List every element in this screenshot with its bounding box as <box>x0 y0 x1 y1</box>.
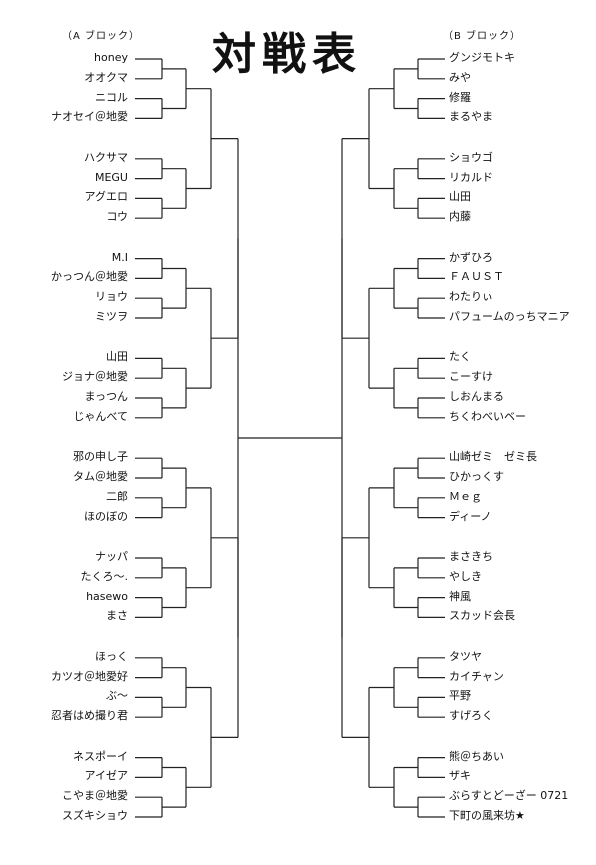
b-player-name: たく <box>449 350 471 364</box>
b-player-name: パフュームのっちマニア <box>449 310 570 323</box>
a-player-name: タム＠地愛 <box>73 470 128 483</box>
a-player-name: リョウ <box>95 290 128 304</box>
b-player-name: ショウゴ <box>449 150 493 164</box>
b-player-name: 神風 <box>449 589 471 603</box>
a-player-name: たくろ～. <box>80 569 129 583</box>
b-player-name: ＦＡＵＳＴ <box>449 270 504 284</box>
a-player-name: M.I <box>111 250 128 264</box>
a-player-name: ハクサマ <box>84 150 128 164</box>
b-player-name: タツヤ <box>449 649 482 663</box>
b-player-name: Ｍｅｇ <box>449 489 482 503</box>
b-player-name: しおんまる <box>449 390 504 403</box>
b-player-name: みや <box>449 70 471 84</box>
b-player-name: 山田 <box>449 190 471 204</box>
b-player-name: ひかっくす <box>449 470 504 483</box>
b-player-name: ザキ <box>449 769 471 783</box>
a-player-name: honey <box>94 51 128 64</box>
a-player-name: 山田 <box>106 350 128 364</box>
b-player-name: ディーノ <box>449 509 492 523</box>
b-player-name: 山崎ゼミ ゼミ長 <box>449 450 537 464</box>
a-player-name: ミツヲ <box>95 310 128 323</box>
a-block-label: （A ブロック） <box>62 31 141 42</box>
b-player-name: カイチャン <box>449 669 504 683</box>
a-player-name: 邪の申し子 <box>73 450 128 464</box>
a-player-name: アイゼア <box>84 769 128 783</box>
a-player-name: まさ <box>106 609 128 623</box>
b-player-name: 修羅 <box>449 90 471 104</box>
a-player-name: 忍者はめ撮り君 <box>51 709 128 723</box>
b-block-label: （B ブロック） <box>443 31 522 42</box>
a-player-name: ジョナ＠地愛 <box>62 370 128 384</box>
a-player-name: 二郎 <box>106 489 128 503</box>
b-player-name: 下町の風来坊★ <box>449 809 525 822</box>
a-player-name: アグエロ <box>84 190 128 204</box>
b-player-name: スカッド会長 <box>449 609 515 623</box>
a-player-name: オオクマ <box>84 70 128 84</box>
a-player-name: ほのぼの <box>84 509 128 523</box>
b-player-name: まるやま <box>449 110 493 124</box>
b-player-name: やしき <box>449 569 482 583</box>
b-player-name: グンジモトキ <box>449 51 515 64</box>
b-player-name: 熊＠ちあい <box>449 749 504 763</box>
a-player-name: ぶ～ <box>106 689 128 703</box>
a-player-name: ナオセイ＠地愛 <box>51 110 128 124</box>
a-player-name: コウ <box>106 210 128 224</box>
a-player-name: じゃんべて <box>73 409 128 423</box>
b-player-name: 平野 <box>449 689 471 703</box>
a-player-name: ほっく <box>95 649 128 663</box>
a-player-name: ニコル <box>95 90 128 104</box>
b-player-name: ちくわべいベー <box>449 409 526 423</box>
a-player-name: かっつん＠地愛 <box>51 270 128 284</box>
b-player-name: かずひろ <box>449 250 493 264</box>
a-player-name: スズキショウ <box>62 809 128 822</box>
b-player-name: 内藤 <box>449 210 471 224</box>
a-player-name: まっつん <box>84 390 128 403</box>
a-player-name: ネスポーイ <box>73 749 128 763</box>
b-player-name: わたりぃ <box>449 290 493 304</box>
b-player-name: こーすけ <box>449 370 493 384</box>
a-player-name: こやま＠地愛 <box>62 789 128 803</box>
a-player-name: hasewo <box>86 589 128 603</box>
page-title: 対戦表 <box>212 29 362 80</box>
a-player-name: MEGU <box>94 170 128 184</box>
b-player-name: ぶらすとどーざー 0721 <box>449 789 569 803</box>
b-player-name: すげろく <box>449 709 493 723</box>
b-player-name: まさきち <box>449 550 493 563</box>
a-player-name: ナッパ <box>95 550 128 563</box>
b-player-name: リカルド <box>449 170 493 184</box>
a-player-name: カツオ＠地愛好 <box>51 669 128 683</box>
